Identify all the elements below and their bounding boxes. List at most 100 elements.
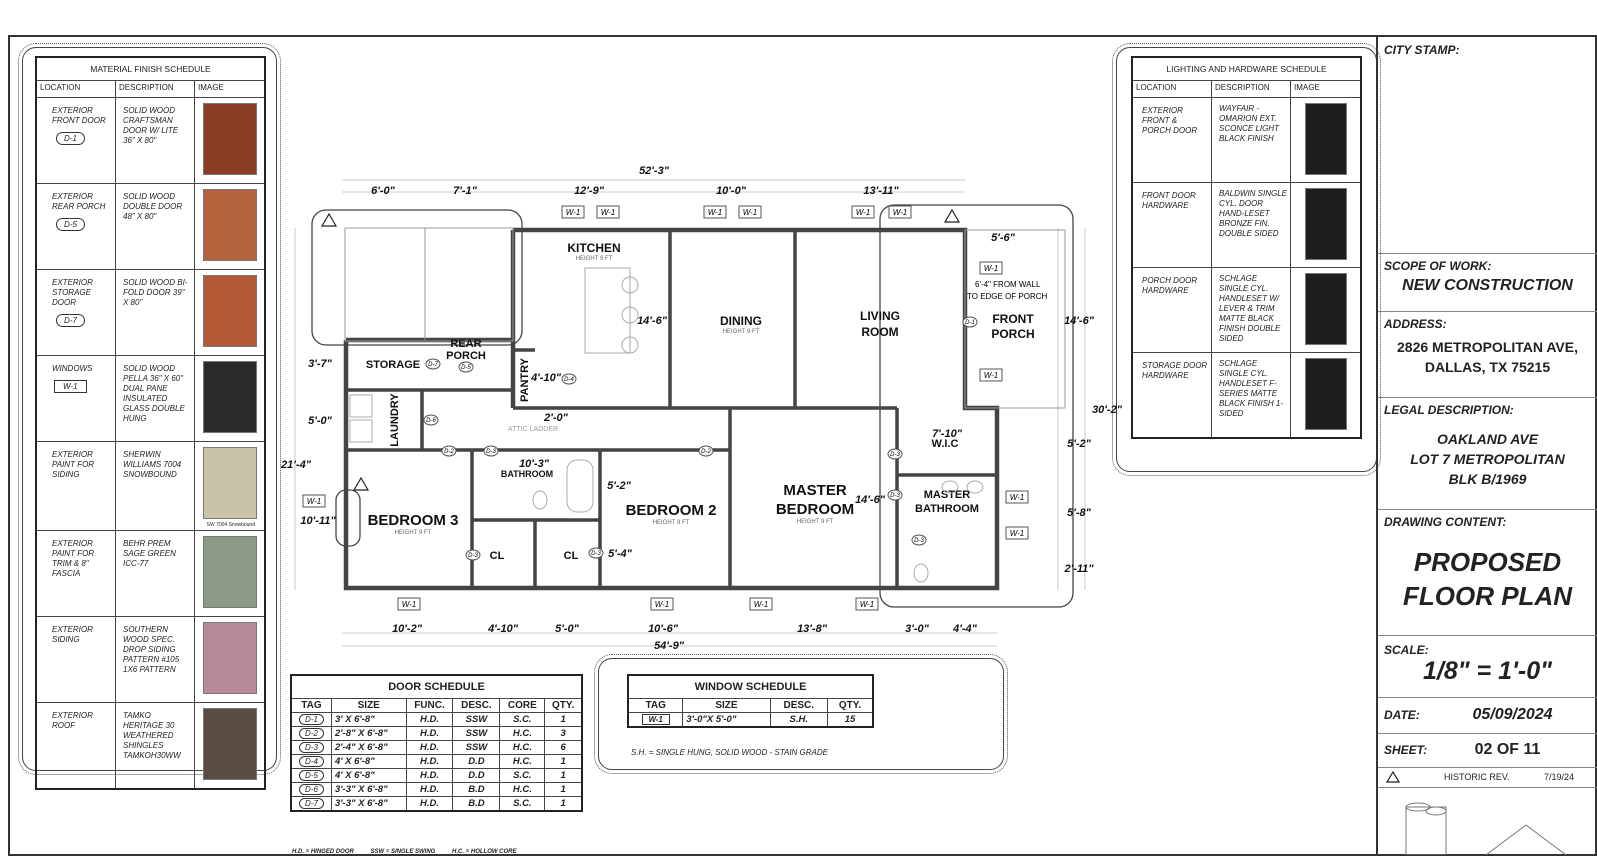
col-image: IMAGE bbox=[194, 80, 266, 98]
door-cell: B.D bbox=[452, 782, 501, 797]
window-tag: W-1 bbox=[641, 714, 670, 725]
lighting-hardware-schedule: LIGHTING AND HARDWARE SCHEDULE LOCATION … bbox=[1131, 56, 1362, 439]
address-cell: ADDRESS: 2826 METROPOLITAN AVE, DALLAS, … bbox=[1378, 311, 1597, 398]
revision-label: HISTORIC REV. bbox=[1444, 772, 1510, 782]
door-cell: 3'-3" X 6'-8" bbox=[330, 782, 407, 797]
hardware-row: STORAGE DOOR HARDWARE SCHLAGE SINGLE CYL.… bbox=[1131, 352, 1362, 439]
col-qty: QTY. bbox=[826, 698, 874, 713]
col-qty: QTY. bbox=[544, 698, 583, 713]
legal-cell: LEGAL DESCRIPTION: OAKLAND AVE LOT 7 MET… bbox=[1378, 397, 1597, 510]
material-description: BEHR PREM SAGE GREEN ICC-77 bbox=[123, 539, 176, 568]
date-label: DATE: bbox=[1384, 708, 1420, 722]
legal-line2: LOT 7 METROPOLITAN bbox=[1410, 451, 1565, 467]
city-stamp-cell: CITY STAMP: bbox=[1378, 35, 1597, 254]
material-location: EXTERIOR FRONT DOOR bbox=[52, 106, 106, 125]
title-block: CITY STAMP: SCOPE OF WORK: NEW CONSTRUCT… bbox=[1376, 35, 1597, 856]
sheet-label: SHEET: bbox=[1384, 743, 1428, 757]
date-value: 05/09/2024 bbox=[1472, 706, 1553, 723]
hardware-image bbox=[1304, 273, 1347, 345]
window-cell: 15 bbox=[826, 712, 874, 728]
drawing-line2: FLOOR PLAN bbox=[1403, 581, 1572, 611]
door-cell: H.C. bbox=[499, 740, 546, 755]
hardware-location: FRONT DOOR HARDWARE bbox=[1142, 191, 1196, 210]
col-func: FUNC. bbox=[405, 698, 454, 713]
hardware-description: SCHLAGE SINGLE CYL. HANDLESET F-SERIES M… bbox=[1219, 359, 1284, 418]
col-description: DESCRIPTION bbox=[1211, 80, 1291, 98]
col-desc: DESC. bbox=[769, 698, 828, 713]
door-cell: D.D bbox=[452, 768, 501, 783]
hardware-location: PORCH DOOR HARDWARE bbox=[1142, 276, 1198, 295]
door-tag: D-4 bbox=[299, 756, 324, 767]
material-tag: W-1 bbox=[54, 380, 87, 393]
address-line2: DALLAS, TX 75215 bbox=[1424, 359, 1551, 375]
legal-line1: OAKLAND AVE bbox=[1436, 431, 1539, 447]
col-size: SIZE bbox=[330, 698, 407, 713]
house-sketch-icon bbox=[1405, 802, 1567, 856]
sheet-value: 02 OF 11 bbox=[1474, 741, 1541, 758]
scale-label: SCALE: bbox=[1384, 643, 1429, 657]
material-swatch-image bbox=[202, 189, 257, 261]
door-cell: H.C. bbox=[499, 754, 546, 769]
door-cell: S.C. bbox=[499, 768, 546, 783]
hardware-description: BALDWIN SINGLE CYL. DOOR HAND-LESET BRON… bbox=[1219, 189, 1288, 238]
door-cell: S.C. bbox=[499, 796, 546, 812]
door-cell: H.D. bbox=[405, 712, 454, 727]
material-row: EXTERIOR PAINT FOR SIDING SHERWIN WILLIAM… bbox=[35, 441, 266, 531]
material-finish-schedule: MATERIAL FINISH SCHEDULE LOCATION DESCRI… bbox=[35, 56, 266, 790]
material-location: EXTERIOR PAINT FOR TRIM & 8" FASCIA bbox=[52, 539, 95, 578]
material-row: EXTERIOR SIDING SOUTHERN WOOD SPEC. DROP … bbox=[35, 616, 266, 703]
material-description: SOLID WOOD PELLA 36" X 60" DUAL PANE INS… bbox=[123, 364, 185, 423]
building-rendering-thumbnail bbox=[1386, 795, 1586, 856]
col-core: CORE bbox=[499, 698, 546, 713]
address-label: ADDRESS: bbox=[1384, 317, 1447, 331]
col-location: LOCATION bbox=[1131, 80, 1212, 98]
door-cell: H.D. bbox=[405, 796, 454, 812]
material-tag: D-5 bbox=[56, 218, 85, 231]
material-location: EXTERIOR STORAGE DOOR bbox=[52, 278, 93, 307]
door-tag: D-5 bbox=[299, 770, 324, 781]
col-size: SIZE bbox=[682, 698, 771, 713]
hardware-location: STORAGE DOOR HARDWARE bbox=[1142, 361, 1208, 380]
door-cell: 4' X 6'-8" bbox=[330, 768, 407, 783]
material-description: SOUTHERN WOOD SPEC. DROP SIDING PATTERN … bbox=[123, 625, 180, 674]
swatch-caption: SW 7004 Snowbound bbox=[206, 522, 255, 528]
door-cell: 2'-4" X 6'-8" bbox=[330, 740, 407, 755]
door-cell: H.D. bbox=[405, 754, 454, 769]
window-schedule-title: WINDOW SCHEDULE bbox=[627, 674, 874, 699]
material-description: SHERWIN WILLIAMS 7004 SNOWBOUND bbox=[123, 450, 182, 479]
drawing-line1: PROPOSED bbox=[1413, 547, 1562, 577]
legal-label: LEGAL DESCRIPTION: bbox=[1384, 403, 1514, 417]
door-cell: H.D. bbox=[405, 726, 454, 741]
door-cell: 2'-8" X 6'-8" bbox=[330, 726, 407, 741]
door-schedule-title: DOOR SCHEDULE bbox=[290, 674, 583, 699]
material-description: SOLID WOOD BI-FOLD DOOR 39" X 80" bbox=[123, 278, 188, 307]
door-cell: SSW bbox=[452, 726, 501, 741]
revision-date: 7/19/24 bbox=[1544, 772, 1575, 782]
col-tag: TAG bbox=[627, 698, 684, 713]
door-cell: 6 bbox=[544, 740, 583, 755]
sheet-cell: SHEET: 02 OF 11 bbox=[1378, 733, 1597, 768]
door-cell: 3'-3" X 6'-8" bbox=[330, 796, 407, 812]
door-tag: D-2 bbox=[299, 728, 324, 739]
window-cell: 3'-0"X 5'-0" bbox=[682, 712, 771, 728]
material-swatch-image bbox=[202, 536, 257, 608]
material-swatch-image bbox=[202, 361, 257, 433]
material-location: EXTERIOR PAINT FOR SIDING bbox=[52, 450, 95, 479]
material-location: EXTERIOR ROOF bbox=[52, 711, 93, 730]
material-location: EXTERIOR SIDING bbox=[52, 625, 93, 644]
material-swatch-image bbox=[202, 103, 257, 175]
lighting-schedule-title: LIGHTING AND HARDWARE SCHEDULE bbox=[1131, 56, 1362, 81]
door-cell: H.D. bbox=[405, 782, 454, 797]
door-tag: D-1 bbox=[299, 714, 324, 725]
window-cell: S.H. bbox=[769, 712, 828, 728]
material-location: EXTERIOR REAR PORCH bbox=[52, 192, 106, 211]
